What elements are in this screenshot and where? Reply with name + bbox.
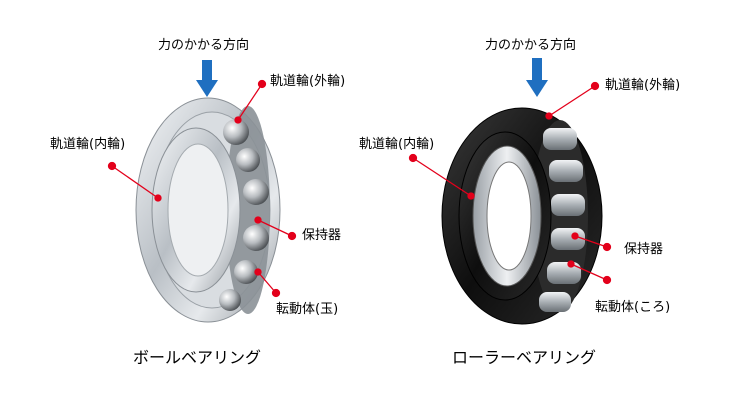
force-arrow-icon: [196, 60, 218, 97]
ball-inner-ring-label: 軌道輪(内輪): [50, 137, 126, 152]
roller-inner-ring-label: 軌道輪(内輪): [359, 137, 435, 152]
bore: [167, 143, 229, 277]
roller-rolling-element-label: 転動体(ころ): [595, 300, 671, 315]
ball-leader-lines: [107, 79, 297, 298]
ball-cage-label: 保持器: [302, 228, 342, 243]
ball-outer-ring-label: 軌道輪(外輪): [270, 74, 346, 89]
roller-outer-ring-label: 軌道輪(外輪): [605, 78, 681, 93]
force-arrow-icon: [526, 58, 548, 97]
ball-rolling-element-label: 転動体(玉): [276, 302, 339, 317]
roller-cage-label: 保持器: [624, 242, 664, 257]
bore: [486, 161, 532, 271]
roller-force-label: 力のかかる方向: [485, 38, 577, 53]
roller-bearing-illustration: [408, 58, 612, 325]
ball-force-label: 力のかかる方向: [158, 38, 250, 53]
cage-and-balls: [219, 106, 270, 314]
ball-caption: ボールベアリング: [133, 348, 262, 367]
ball-bearing-panel: 力のかかる方向 軌道輪(外輪) 軌道輪(内輪) 保持器 転動体(玉) ボールベア…: [50, 38, 346, 367]
roller-caption: ローラーベアリング: [452, 348, 597, 367]
ball-bearing-illustration: [107, 60, 297, 323]
roller-leader-lines: [408, 81, 612, 285]
roller-bearing-panel: 力のかかる方向 軌道輪(外輪) 軌道輪(内輪) 保持器 転動体(ころ) ローラー…: [359, 0, 750, 400]
